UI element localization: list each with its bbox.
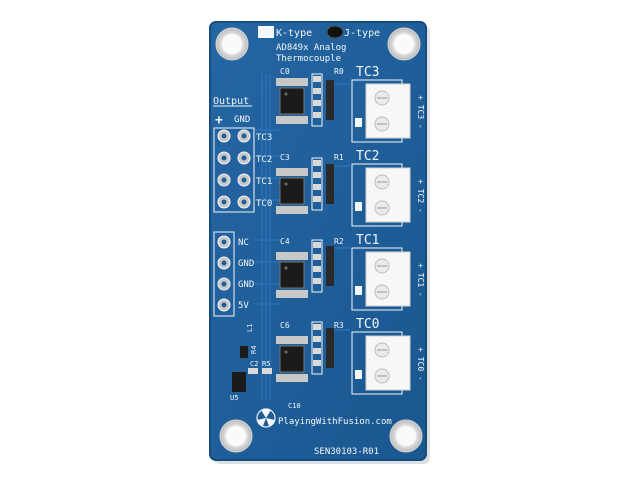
output-pin-tc0: TC0 bbox=[256, 199, 272, 209]
amplifier-row-1 bbox=[276, 157, 334, 214]
output-pin-tc3: TC3 bbox=[256, 133, 272, 143]
smd-r5 bbox=[262, 368, 272, 374]
output-pin-tc1: TC1 bbox=[256, 177, 272, 187]
j-type-jumper-pad bbox=[326, 25, 344, 39]
regulator-u5 bbox=[232, 372, 246, 392]
fusion-logo bbox=[256, 408, 276, 428]
side-label-tc0: + TC0 - bbox=[416, 347, 425, 381]
power-pin-nc: NC bbox=[238, 238, 249, 248]
cap-label-c0: C0 bbox=[280, 67, 290, 76]
screw-terminal-tc3 bbox=[351, 79, 411, 143]
channel-label-tc2: TC2 bbox=[356, 149, 379, 164]
label-c10: C10 bbox=[288, 402, 301, 410]
board-title-line2: Thermocouple bbox=[276, 54, 341, 64]
label-r5: R5 bbox=[262, 360, 270, 368]
k-type-label: K-type bbox=[276, 28, 312, 39]
cap-label-c3: C3 bbox=[280, 153, 290, 162]
screw-terminal-tc2 bbox=[351, 163, 411, 227]
channel-label-tc3: TC3 bbox=[356, 65, 379, 80]
smd-c2 bbox=[248, 368, 258, 374]
hole-center bbox=[226, 426, 246, 446]
board-title-line1: AD849x Analog bbox=[276, 43, 346, 53]
cap-label-c4: C4 bbox=[280, 237, 290, 246]
screw-terminal-tc1 bbox=[351, 247, 411, 311]
label-r4: R4 bbox=[250, 346, 258, 354]
resistor-label-r0: R0 bbox=[334, 67, 344, 76]
side-label-tc2: + TC2 - bbox=[416, 179, 425, 213]
resistor-label-r1: R1 bbox=[334, 153, 344, 162]
label-u5: U5 bbox=[230, 394, 238, 402]
label-l1: L1 bbox=[246, 324, 254, 332]
output-label: Output bbox=[213, 96, 249, 107]
hole-center bbox=[394, 34, 414, 54]
amplifier-row-0 bbox=[276, 73, 334, 127]
power-pin-gnd2: GND bbox=[238, 280, 254, 290]
smd-r4 bbox=[240, 346, 248, 358]
screw-terminal-tc0 bbox=[351, 331, 411, 395]
amplifier-row-3 bbox=[276, 321, 334, 382]
output-pin-tc2: TC2 bbox=[256, 155, 272, 165]
k-type-jumper-pad bbox=[258, 26, 274, 38]
hole-center bbox=[222, 34, 242, 54]
power-pin-gnd1: GND bbox=[238, 259, 254, 269]
output-pin-header bbox=[213, 127, 255, 213]
power-pin-5v: 5V bbox=[238, 301, 249, 311]
resistor-label-r3: R3 bbox=[334, 321, 344, 330]
power-pin-header bbox=[213, 231, 235, 317]
resistor-label-r2: R2 bbox=[334, 237, 344, 246]
side-label-tc1: + TC1 - bbox=[416, 263, 425, 297]
plus-sign: + bbox=[215, 113, 223, 128]
side-label-tc3: + TC3 - bbox=[416, 95, 425, 129]
part-number: SEN30103-R01 bbox=[314, 447, 379, 457]
gnd-top-label: GND bbox=[234, 115, 250, 125]
brand-text: PlayingWithFusion.com bbox=[278, 417, 392, 427]
cap-label-c6: C6 bbox=[280, 321, 290, 330]
channel-label-tc1: TC1 bbox=[356, 233, 379, 248]
j-type-label: J-type bbox=[344, 28, 380, 39]
label-c2: C2 bbox=[250, 360, 258, 368]
hole-center bbox=[396, 426, 416, 446]
channel-label-tc0: TC0 bbox=[356, 317, 379, 332]
amplifier-row-2 bbox=[276, 239, 334, 298]
